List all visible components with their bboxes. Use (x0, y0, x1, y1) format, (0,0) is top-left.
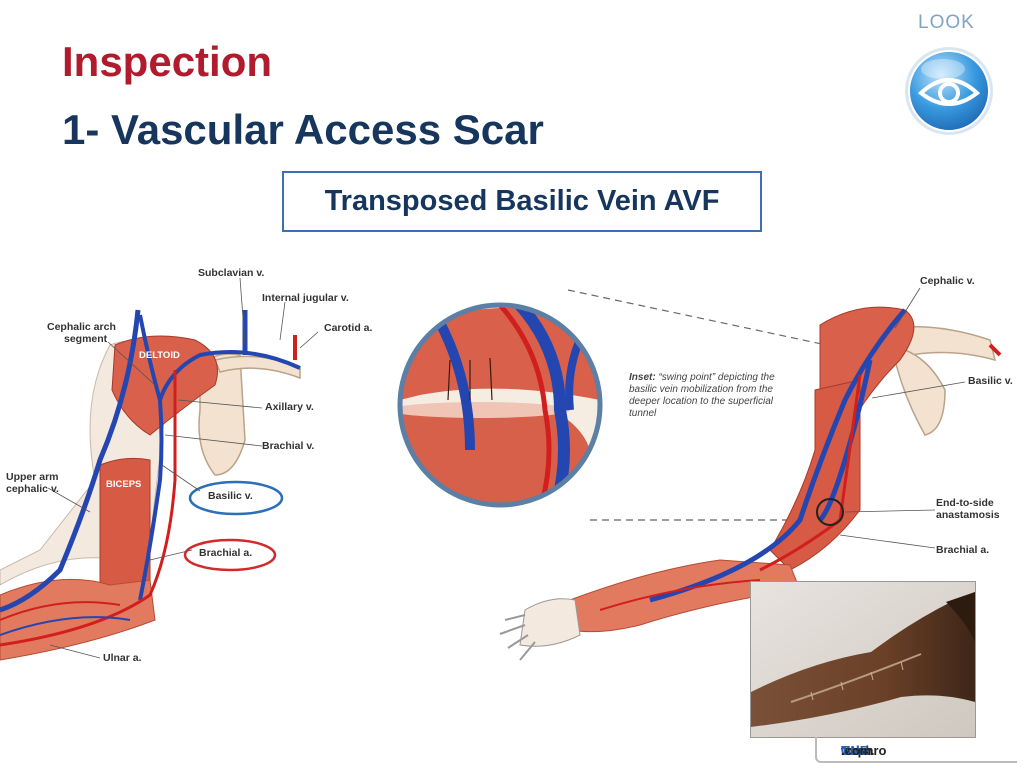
slide-title: Inspection (62, 38, 273, 85)
label-deltoid: DELTOID (139, 350, 180, 361)
label-cephalic-right: Cephalic v. (920, 275, 975, 287)
eye-icon[interactable] (903, 45, 995, 137)
label-cephalic-arch-1: Cephalic arch (47, 321, 116, 333)
label-end-to-side-1: End-to-side (936, 497, 994, 509)
clinical-photo (750, 581, 976, 738)
label-basilic-right: Basilic v. (968, 375, 1013, 387)
inset-magnifier (397, 289, 851, 521)
label-ulnar: Ulnar a. (103, 652, 142, 664)
inset-label: Inset: (629, 372, 656, 383)
subtitle-text: Transposed Basilic Vein AVF (324, 185, 720, 217)
label-upper-arm-cephalic-2: cephalic v. (6, 483, 59, 495)
label-brachial-a: Brachial a. (199, 547, 253, 559)
inset-note: Inset: “swing point” depicting the basil… (629, 372, 779, 420)
label-brachial-v: Brachial v. (262, 440, 315, 452)
label-internal-jugular: Internal jugular v. (262, 292, 349, 304)
right-arm-illustration (499, 287, 1002, 661)
label-basilic: Basilic v. (208, 490, 253, 502)
inset-text: “swing point” depicting the basilic vein… (629, 372, 775, 419)
label-upper-arm-cephalic-1: Upper arm (6, 471, 59, 483)
label-end-to-side-2: anastamosis (936, 509, 1000, 521)
label-brachial-a-right: Brachial a. (936, 544, 990, 556)
look-label: LOOK (918, 12, 975, 33)
label-biceps: BICEPS (106, 479, 142, 490)
label-cephalic-arch-2: segment (64, 333, 108, 345)
anatomy-illustration (0, 277, 1002, 661)
label-subclavian: Subclavian v. (198, 267, 265, 279)
subtitle-box: Transposed Basilic Vein AVF (282, 171, 762, 232)
slide-heading: 1- Vascular Access Scar (62, 106, 544, 153)
left-arm-illustration (0, 277, 319, 661)
label-carotid: Carotid a. (324, 322, 373, 334)
label-axillary: Axillary v. (265, 401, 314, 413)
